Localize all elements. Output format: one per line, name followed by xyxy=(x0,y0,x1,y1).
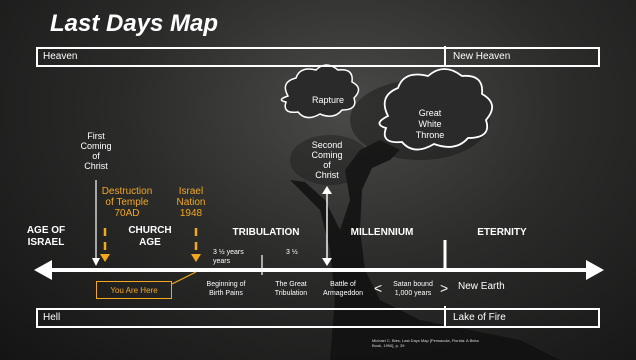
destruction-arrow xyxy=(100,228,110,262)
beginning-of-birth-pains-label: Beginning of Birth Pains xyxy=(206,281,246,297)
first-coming-arrow xyxy=(92,180,100,266)
israel-nation-arrow xyxy=(191,228,201,262)
era-eternity: ETERNITY xyxy=(477,227,527,238)
destruction-of-temple-label: Destruction of Temple 70AD xyxy=(101,186,153,219)
three-half-short-label: 3 ½ xyxy=(286,249,298,256)
main-timeline xyxy=(34,260,604,280)
israel-nation-label: Israel Nation 1948 xyxy=(176,186,206,219)
slide-title: Last Days Map xyxy=(50,10,219,37)
rapture-cloud xyxy=(280,64,360,119)
great-tribulation-label: The Great Tribulation xyxy=(274,281,308,297)
hell-bar: Hell xyxy=(36,308,600,328)
first-coming-label: First Coming of Christ xyxy=(80,131,112,171)
rapture-label: Rapture xyxy=(311,95,345,105)
second-coming-label: Second Coming of Christ xyxy=(311,140,343,180)
era-millennium: MILLENNIUM xyxy=(350,227,414,238)
heaven-bar: Heaven xyxy=(36,47,600,67)
great-white-throne-label: Great White Throne xyxy=(415,108,445,140)
new-heaven-label: New Heaven xyxy=(453,51,511,62)
second-coming-arrow xyxy=(322,186,332,266)
three-half-years-label: 3 ½ years years xyxy=(213,249,244,265)
greater-than-marker: > xyxy=(440,280,449,296)
you-are-here-pointer xyxy=(171,271,197,285)
you-are-here-box: You Are Here xyxy=(96,281,172,299)
citation-credit: Michael C. Bies, Last Days Map [Pensacol… xyxy=(372,338,479,348)
throne-cloud xyxy=(378,68,493,151)
armageddon-label: Battle of Armageddon xyxy=(322,281,364,297)
lake-of-fire-label: Lake of Fire xyxy=(453,312,506,323)
new-earth-label: New Earth xyxy=(458,281,505,292)
heaven-label: Heaven xyxy=(43,51,78,62)
era-church-age: CHURCH AGE xyxy=(128,225,172,248)
hell-label: Hell xyxy=(43,312,61,323)
era-tribulation: TRIBULATION xyxy=(232,227,300,238)
less-than-marker: < xyxy=(374,280,383,296)
era-age-of-israel: AGE OF ISRAEL xyxy=(26,225,66,248)
satan-bound-label: Satan bound 1,000 years xyxy=(393,281,433,297)
